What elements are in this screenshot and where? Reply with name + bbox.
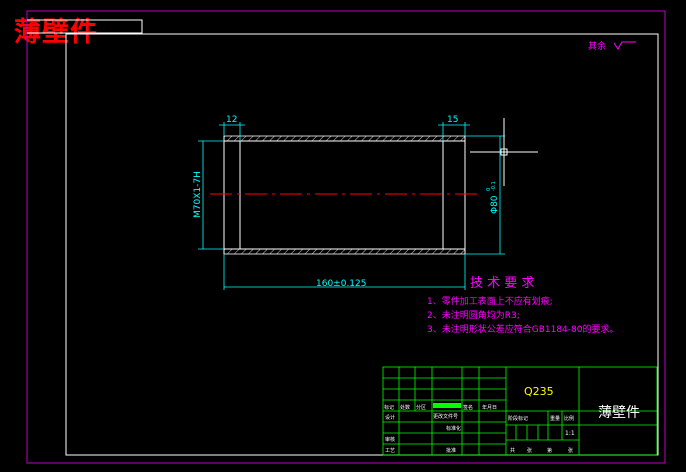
tb-row-label-6: 年月日 <box>482 404 497 411</box>
tech-req-item-1: 1、零件加工表面上不应有划痕; <box>427 295 553 307</box>
tb-row-label-5: 签名 <box>463 404 473 411</box>
title-block <box>382 366 658 456</box>
tb-row-label-1: 标记 <box>384 404 394 411</box>
tb-row-label-4: 更改文件号 <box>433 413 458 420</box>
tb-stage-label-2: 重量 <box>550 415 560 422</box>
title-block-highlight <box>433 403 461 408</box>
dim-outer-tol-dn: -0.1 <box>491 181 497 191</box>
tb-mid-label-1: 标准化 <box>446 425 461 432</box>
tb-mid-label-2: 批准 <box>446 447 456 454</box>
tb-sheet-label-3: 第 <box>547 447 552 454</box>
bottom-wall-section <box>223 248 466 255</box>
tb-sheet-label-4: 张 <box>568 447 573 454</box>
outer-border <box>26 10 666 464</box>
tech-req-item-3: 3、未注明形状公差应符合GB1184-80的要求。 <box>427 323 618 335</box>
tb-row-label-2: 处数 <box>400 404 410 411</box>
roughness-icon <box>613 41 636 50</box>
tb-sheet-label-2: 张 <box>527 447 532 454</box>
tb-scale: 1:1 <box>565 430 575 437</box>
part-name-label: 薄壁件 <box>598 405 640 421</box>
tb-sheet-label-1: 共 <box>510 447 515 454</box>
dim-outer-tol-up: 0 <box>486 188 492 191</box>
dim-right-wall: 15 <box>447 115 458 125</box>
tech-req-item-2: 2、未注明圆角均为R3; <box>427 309 520 321</box>
roughness-label: 其余 <box>588 40 606 52</box>
corner-label-box <box>27 19 143 34</box>
tb-row-label-3: 分区 <box>416 404 426 411</box>
tb-left-label-3: 工艺 <box>385 448 395 454</box>
top-wall-section <box>223 135 466 142</box>
cad-crosshair-icon <box>470 118 538 186</box>
tb-stage-label-1: 阶段标记 <box>508 415 528 422</box>
dim-length: 160±0.125 <box>316 279 366 289</box>
tech-req-title: 技 术 要 求 <box>470 276 534 291</box>
material-label: Q235 <box>524 385 554 398</box>
dim-left-wall: 12 <box>226 115 237 125</box>
dim-outer-dia: Φ80 <box>490 195 500 214</box>
tb-left-label-2: 审核 <box>385 436 395 443</box>
tb-stage-label-3: 比例 <box>564 415 574 422</box>
tb-left-label-1: 设计 <box>385 414 395 421</box>
inner-frame <box>65 33 659 456</box>
dim-thread: M70X1-7H <box>193 171 203 218</box>
